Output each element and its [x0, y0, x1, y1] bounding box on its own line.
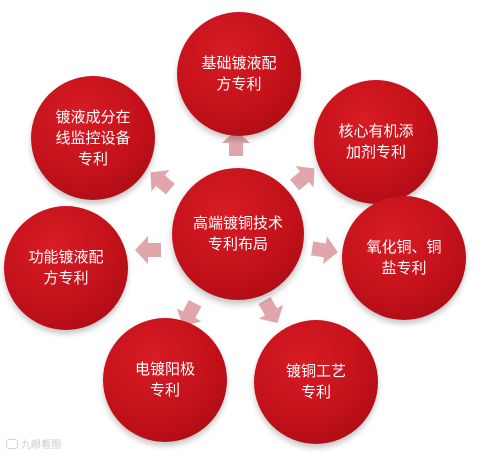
node-right: 氧化铜、铜 盐专利	[342, 196, 466, 320]
center-node-label: 高端镀铜技术 专利布局	[192, 214, 283, 253]
node-label: 镀液成分在 线监控设备 专利	[55, 107, 131, 168]
node-label: 镀铜工艺 专利	[285, 362, 346, 401]
node-lower-left: 电镀阳极 专利	[103, 318, 227, 442]
node-label: 氧化铜、铜 盐专利	[366, 238, 442, 277]
watermark-icon	[6, 438, 18, 449]
node-label: 核心有机添 加剂专利	[338, 122, 414, 161]
node-upper-right: 核心有机添 加剂专利	[314, 80, 438, 204]
watermark-text: 九眼看图	[21, 440, 61, 451]
arrow-left	[135, 236, 161, 264]
node-top: 基础镀液配 方专利	[177, 12, 301, 136]
node-label: 电镀阳极 专利	[134, 360, 195, 399]
watermark: 九眼看图	[6, 436, 61, 451]
node-upper-left: 镀液成分在 线监控设备 专利	[31, 76, 155, 200]
arrow-lower-right	[252, 293, 290, 330]
node-label: 基础镀液配 方专利	[201, 54, 277, 93]
arrow-right	[310, 234, 340, 266]
center-node: 高端镀铜技术 专利布局	[172, 168, 304, 300]
node-left: 功能镀液配 方专利	[4, 206, 128, 330]
node-lower-right: 镀铜工艺 专利	[254, 320, 378, 444]
node-label: 功能镀液配 方专利	[28, 248, 104, 287]
